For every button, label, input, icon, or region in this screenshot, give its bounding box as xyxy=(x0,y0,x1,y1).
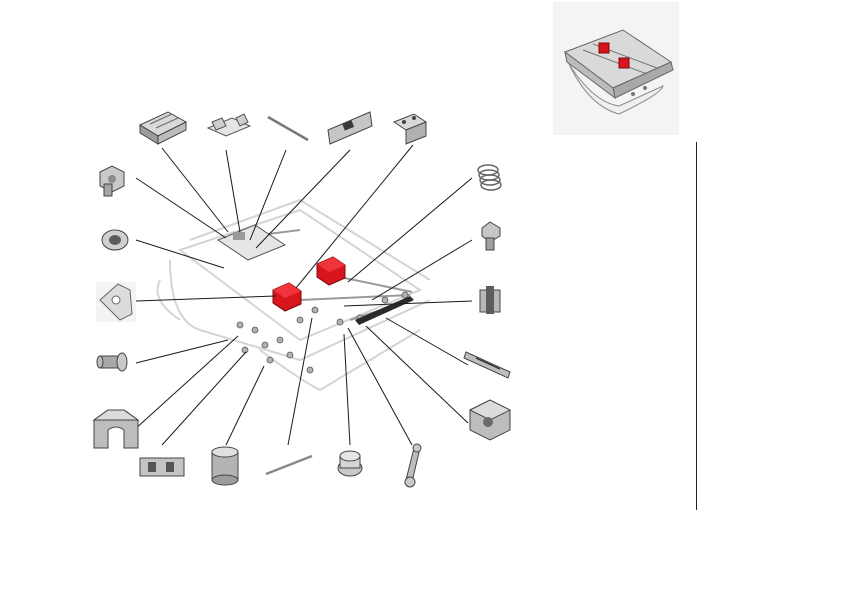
red-actuator-block-lower xyxy=(272,282,302,312)
clevis-block-part xyxy=(468,399,512,441)
assembly-overview-thumbnail xyxy=(553,2,679,135)
assembly-small-fasteners xyxy=(236,291,409,374)
stepped-pin-part xyxy=(96,352,128,372)
curved-cam-plate-part xyxy=(96,282,136,322)
thumbnail-red-block-lower xyxy=(618,57,630,69)
assembly-link-bar xyxy=(355,296,414,325)
bent-clip-plate-part xyxy=(206,113,252,137)
connecting-link-part xyxy=(404,443,422,488)
u-clamp-block-part xyxy=(92,409,140,449)
slotted-block-part xyxy=(479,286,501,314)
vertical-divider-line xyxy=(696,142,697,510)
latch-block-part xyxy=(139,457,185,477)
slotted-bracket-plate-part xyxy=(138,111,188,145)
flanged-bushing-part xyxy=(101,229,129,251)
red-actuator-block-upper xyxy=(316,256,346,286)
long-pin-part xyxy=(265,454,313,476)
compression-spring-part xyxy=(477,164,502,191)
assembly-top-plate xyxy=(216,224,287,261)
thin-rod-part xyxy=(267,115,309,142)
shoulder-bolt-part xyxy=(99,165,125,197)
leader-lines xyxy=(133,144,473,446)
flanged-screw-part xyxy=(481,221,501,251)
sleeve-tube-part xyxy=(211,446,239,486)
angle-bracket-part xyxy=(392,113,428,145)
thumbnail-red-block-upper xyxy=(598,42,610,54)
assembly-thumbnail-drawing xyxy=(563,29,674,115)
slotted-link-bar-part xyxy=(463,351,511,379)
slotted-mounting-plate-part xyxy=(327,111,373,145)
flanged-collar-part xyxy=(337,450,363,477)
